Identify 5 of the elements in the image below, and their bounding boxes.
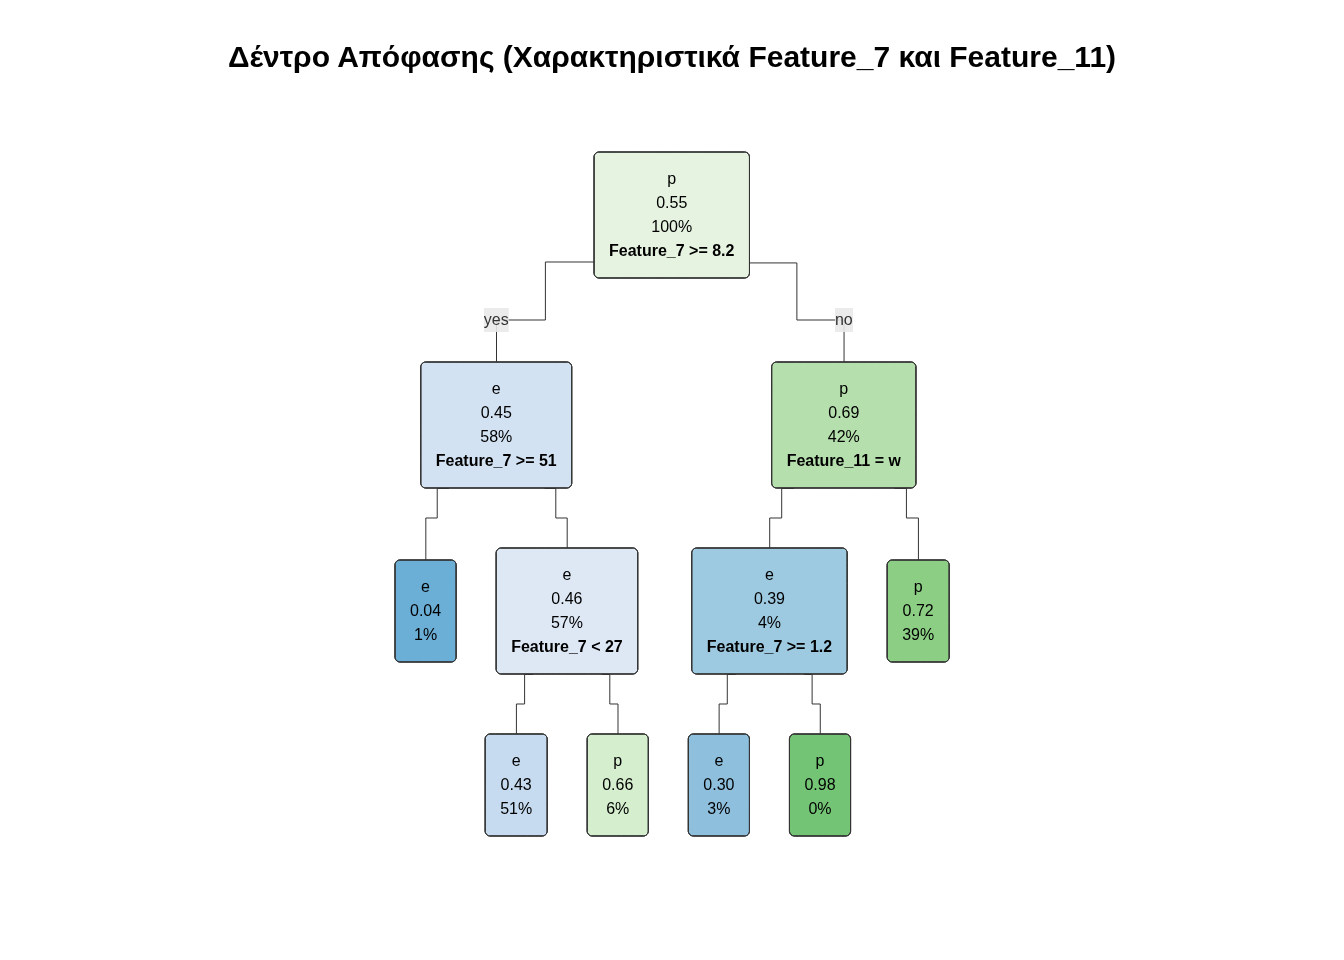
connector bbox=[749, 262, 845, 363]
diagram-title: Δέντρο Απόφασης (Χαρακτηριστικά Feature_7 και Feature_11) bbox=[226, 40, 1118, 74]
edge-label: yes bbox=[483, 311, 509, 328]
edge-label: no bbox=[834, 311, 853, 328]
connector bbox=[495, 261, 595, 363]
